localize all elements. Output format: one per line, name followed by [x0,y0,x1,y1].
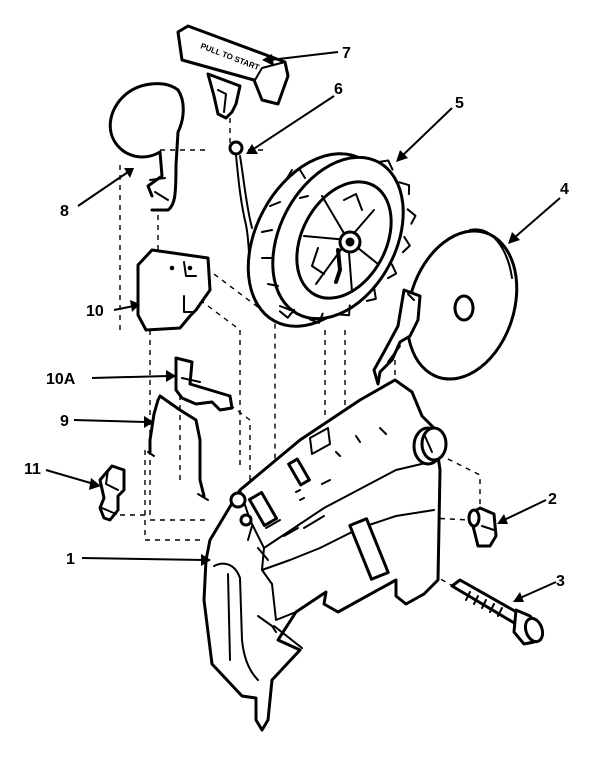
wire-link [147,394,209,501]
main-bracket [202,378,448,732]
callout-1: 1 [66,551,75,568]
assembly-guide-lines [119,118,481,591]
rope-pulley [246,152,417,328]
callout-9: 9 [60,413,69,430]
spring-wire [108,82,185,212]
callout-2: 2 [548,491,557,508]
screw-part [450,578,545,646]
pulley-spokes [261,169,379,311]
callout-11: 11 [24,461,41,478]
retaining-clip [98,464,126,522]
callout-8: 8 [60,203,69,220]
callout-7: 7 [342,45,351,62]
cover-plate [136,248,212,332]
callout-10A: 10A [46,371,76,388]
callout-10: 10 [86,303,104,320]
callout-6: 6 [334,81,343,98]
callout-labels: 7 6 5 4 8 10 10A 9 11 1 2 3 [24,45,569,590]
nut-part [467,506,498,548]
callout-leaders [45,51,561,602]
small-bracket [174,356,234,412]
starter-handle: PULL TO START [176,24,290,120]
pulley-teeth [278,159,417,324]
recoil-spring-cup [372,228,519,386]
callout-3: 3 [556,573,565,590]
callout-5: 5 [455,95,464,112]
callout-4: 4 [560,181,569,198]
